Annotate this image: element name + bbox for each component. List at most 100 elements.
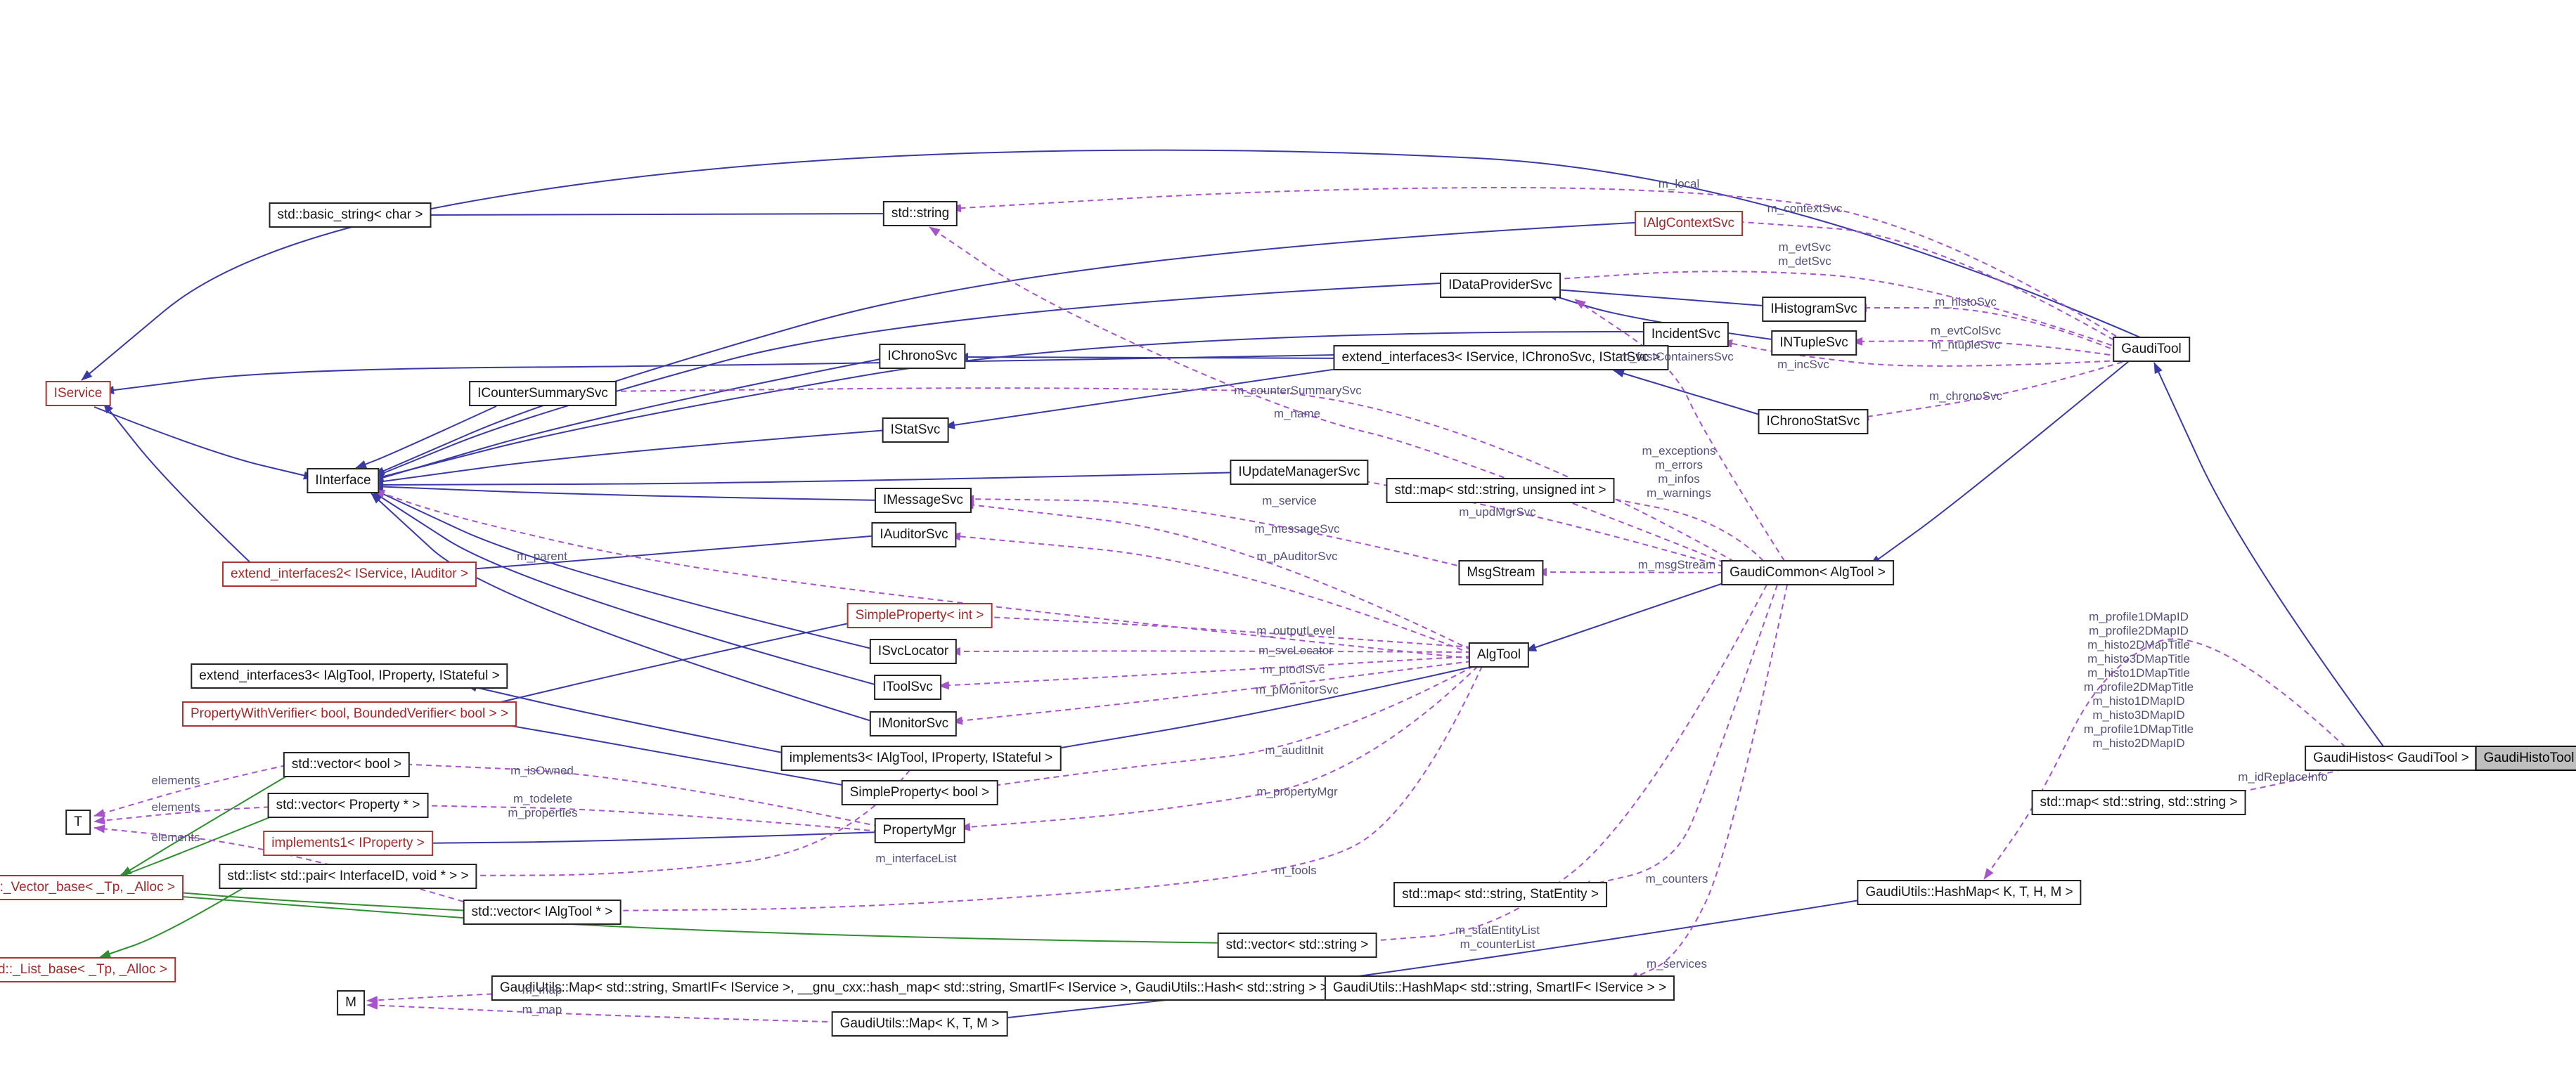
usage-edge	[1732, 218, 2123, 346]
node-simplepropbool[interactable]: SimpleProperty< bool >	[841, 780, 998, 805]
node-simplepropint[interactable]: SimpleProperty< int >	[846, 603, 993, 628]
edge-label: m_pAuditorSvc	[1256, 550, 1338, 563]
usage-edge	[951, 661, 1472, 725]
usage-edge	[962, 495, 1467, 569]
node-implements1[interactable]: implements1< IProperty >	[263, 831, 433, 856]
node-listbase[interactable]: std::_List_base< _Tp, _Alloc >	[0, 957, 176, 982]
node-ichronosvc[interactable]: IChronoSvc	[879, 344, 966, 369]
inheritance-edge	[1613, 369, 1770, 418]
edge-label: m_statEntityList m_counterList	[1455, 923, 1540, 951]
node-gaudiutilsmapktm[interactable]: GaudiUtils::Map< K, T, M >	[831, 1011, 1008, 1037]
node-vectorprop[interactable]: std::vector< Property * >	[267, 793, 429, 818]
node-vectorbool[interactable]: std::vector< bool >	[283, 752, 411, 777]
node-gaudihistos[interactable]: GaudiHistos< GaudiTool >	[2305, 746, 2478, 771]
node-ihistogramsvc[interactable]: IHistogramSvc	[1762, 297, 1866, 322]
node-vectorbase[interactable]: std::_Vector_base< _Tp, _Alloc >	[0, 875, 183, 900]
node-propertymgr[interactable]: PropertyMgr	[874, 818, 965, 843]
inheritance-edge	[372, 472, 1244, 489]
node-gauditool[interactable]: GaudiTool	[2113, 337, 2190, 362]
node-isvclocator[interactable]: ISvcLocator	[869, 639, 958, 664]
inheritance-edge	[411, 210, 892, 219]
inheritance-edge	[2153, 362, 2384, 747]
inheritance-edge	[355, 405, 497, 469]
node-hashmapsmartif[interactable]: GaudiUtils::HashMap< std::string, SmartI…	[1324, 975, 1675, 1001]
node-implements3[interactable]: implements3< IAlgTool, IProperty, IState…	[780, 746, 1062, 771]
usage-edge	[444, 770, 910, 880]
edge-label: m_evtSvc m_detSvc	[1778, 240, 1831, 268]
node-iservice[interactable]: IService	[45, 381, 111, 406]
node-incidentsvc[interactable]: IncidentSvc	[1642, 322, 1730, 347]
edge-label: m_fastContainersSvc	[1620, 350, 1734, 363]
node-extint3svc[interactable]: extend_interfaces3< IService, IChronoSvc…	[1333, 345, 1669, 370]
node-propverifier[interactable]: PropertyWithVerifier< bool, BoundedVerif…	[181, 701, 517, 727]
usage-edge	[962, 500, 1472, 651]
node-msgstream[interactable]: MsgStream	[1458, 560, 1544, 585]
inheritance-edge	[372, 357, 888, 482]
inheritance-edge	[103, 353, 1376, 395]
node-extint2[interactable]: extend_interfaces2< IService, IAuditor >	[222, 562, 477, 587]
node-intuplesvc[interactable]: INTupleSvc	[1771, 330, 1857, 356]
edge-label: m_messageSvc	[1254, 522, 1340, 536]
inheritance-edge	[1525, 576, 1744, 651]
inheritance-edge	[373, 282, 1455, 478]
edge-label: m_svcLocator	[1258, 644, 1333, 657]
edge-label: m_counters	[1645, 872, 1708, 885]
node-vectorstring[interactable]: std::vector< std::string >	[1217, 933, 1377, 958]
node-icountersummarysvc[interactable]: ICounterSummarySvc	[469, 381, 617, 406]
node-t[interactable]: T	[65, 810, 91, 835]
node-mapstrstr[interactable]: std::map< std::string, std::string >	[2031, 790, 2246, 815]
node-ichronostatsvc[interactable]: IChronoStatSvc	[1758, 409, 1869, 434]
node-mapstatentity[interactable]: std::map< std::string, StatEntity >	[1393, 882, 1607, 907]
edge-label: m_incSvc	[1777, 358, 1829, 371]
edge-label: elements	[151, 800, 200, 814]
usage-edge	[599, 387, 1744, 567]
inheritance-edge	[372, 482, 884, 501]
edge-label: m_contextSvc	[1767, 202, 1843, 215]
node-vectorialgtool[interactable]: std::vector< IAlgTool * >	[463, 900, 622, 925]
node-istatsvc[interactable]: IStatSvc	[882, 417, 949, 443]
template-inheritance-edge	[144, 886, 483, 912]
inheritance-edge	[415, 831, 881, 848]
edge-label: m_interfaceList	[875, 852, 957, 865]
node-gaudiutilsmaplong[interactable]: GaudiUtils::Map< std::string, SmartIF< I…	[491, 975, 1348, 1001]
node-imessagesvc[interactable]: IMessageSvc	[874, 488, 972, 513]
node-iupdatemanagersvc[interactable]: IUpdateManagerSvc	[1230, 460, 1369, 485]
usage-edge	[1355, 477, 1744, 573]
node-itoolsvc[interactable]: IToolSvc	[874, 675, 941, 700]
node-m[interactable]: M	[337, 990, 365, 1015]
edge-label: m_profile1DMapID m_profile2DMapID m_hist…	[2083, 610, 2194, 750]
node-idataprovidersvc[interactable]: IDataProviderSvc	[1440, 273, 1561, 298]
usage-edge	[407, 801, 880, 832]
edge-label: m_outputLevel	[1256, 624, 1335, 637]
usage-edge	[94, 762, 297, 817]
usage-edge	[1855, 304, 2120, 353]
inheritance-edge	[982, 895, 1891, 1024]
usage-edge	[1587, 491, 1764, 562]
node-iauditorsvc[interactable]: IAuditorSvc	[871, 522, 957, 547]
node-stdstring[interactable]: std::string	[882, 201, 958, 226]
usage-edge	[938, 656, 1472, 690]
edge-label: m_pMonitorSvc	[1255, 683, 1339, 696]
node-listpair[interactable]: std::list< std::pair< InterfaceID, void …	[219, 864, 477, 889]
usage-edge	[1857, 361, 2123, 421]
node-algtool[interactable]: AlgTool	[1468, 642, 1530, 668]
node-ialgcontextsvc[interactable]: IAlgContextSvc	[1635, 211, 1743, 236]
edge-label: m_todelete m_properties	[508, 792, 578, 819]
node-hashmapkthm[interactable]: GaudiUtils::HashMap< K, T, H, M >	[1857, 880, 2082, 905]
node-mapstruint[interactable]: std::map< std::string, unsigned int >	[1386, 478, 1615, 503]
usage-edge	[949, 647, 1472, 656]
node-gaudicommon[interactable]: GaudiCommon< AlgTool >	[1721, 560, 1894, 585]
node-basicstring[interactable]: std::basic_string< char >	[269, 202, 432, 228]
node-iinterface[interactable]: IInterface	[307, 468, 380, 493]
edge-label: m_updMgrSvc	[1459, 505, 1536, 519]
usage-edge	[959, 666, 1479, 831]
usage-edge	[1547, 271, 2122, 349]
edge-label: m_services	[1647, 957, 1707, 971]
edge-label: elements	[151, 774, 200, 787]
usage-edge	[1851, 337, 2120, 357]
node-imonitorsvc[interactable]: IMonitorSvc	[869, 711, 958, 736]
node-extint3tool[interactable]: extend_interfaces3< IAlgTool, IProperty,…	[191, 663, 508, 689]
inheritance-edge	[94, 406, 315, 480]
usage-edge	[929, 226, 1744, 571]
